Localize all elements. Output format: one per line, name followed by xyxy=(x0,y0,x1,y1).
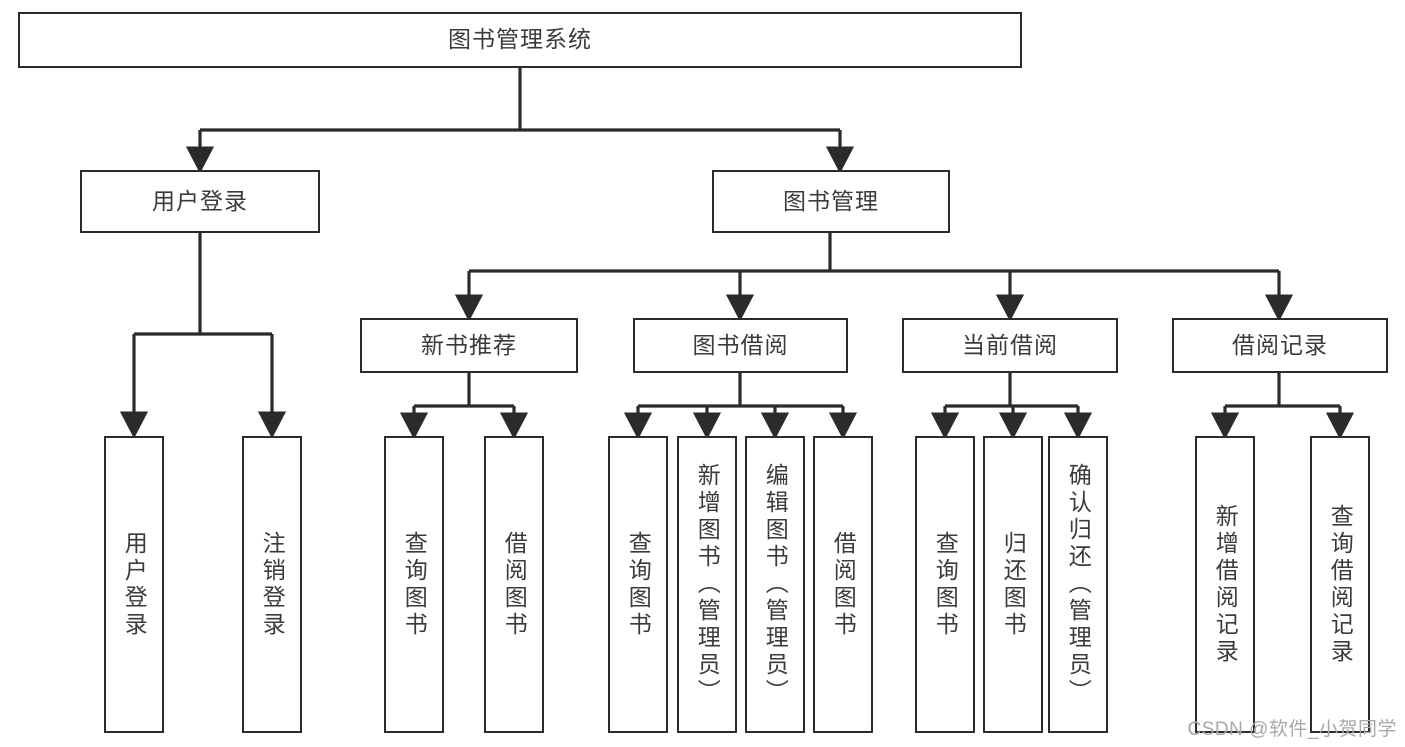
leaf-current-query-book[interactable]: 查询图书 xyxy=(915,436,975,733)
node-label: 查询借阅记录 xyxy=(1327,503,1354,666)
node-label: 当前借阅 xyxy=(962,331,1058,358)
node-book-borrow[interactable]: 图书借阅 xyxy=(633,318,848,373)
node-borrow-records[interactable]: 借阅记录 xyxy=(1172,318,1388,373)
node-label: 查询图书 xyxy=(932,530,959,639)
node-label: 借阅记录 xyxy=(1232,331,1328,358)
leaf-user-login-signout[interactable]: 注销登录 xyxy=(242,436,302,733)
leaf-borrow-borrow-book[interactable]: 借阅图书 xyxy=(813,436,873,733)
leaf-borrow-edit-book-admin[interactable]: 编辑图书（管理员） xyxy=(745,436,805,733)
node-label: 查询图书 xyxy=(625,530,652,639)
leaf-records-add-record[interactable]: 新增借阅记录 xyxy=(1195,436,1255,733)
node-label: 新增借阅记录 xyxy=(1212,503,1239,666)
node-new-book-recommend[interactable]: 新书推荐 xyxy=(360,318,578,373)
csdn-watermark: CSDN @软件_小贺同学 xyxy=(1187,719,1397,740)
node-label: 借阅图书 xyxy=(830,530,857,639)
node-label: 编辑图书（管理员） xyxy=(762,463,789,706)
node-label: 图书借阅 xyxy=(692,331,789,358)
node-label: 用户登录 xyxy=(152,187,248,214)
node-current-borrow[interactable]: 当前借阅 xyxy=(902,318,1118,373)
node-label: 注销登录 xyxy=(259,530,286,639)
node-root-system[interactable]: 图书管理系统 xyxy=(18,12,1022,68)
leaf-new-book-query[interactable]: 查询图书 xyxy=(384,436,444,733)
leaf-borrow-add-book-admin[interactable]: 新增图书（管理员） xyxy=(677,436,737,733)
node-label: 借阅图书 xyxy=(501,530,528,639)
leaf-current-return-book[interactable]: 归还图书 xyxy=(983,436,1043,733)
leaf-borrow-query-book[interactable]: 查询图书 xyxy=(608,436,668,733)
node-label: 查询图书 xyxy=(401,530,428,639)
node-label: 用户登录 xyxy=(121,530,148,639)
node-user-login[interactable]: 用户登录 xyxy=(80,170,320,233)
node-label: 新书推荐 xyxy=(421,331,517,358)
leaf-new-book-borrow[interactable]: 借阅图书 xyxy=(484,436,544,733)
node-label: 新增图书（管理员） xyxy=(694,463,721,706)
node-label: 归还图书 xyxy=(1000,530,1027,639)
node-book-management[interactable]: 图书管理 xyxy=(712,170,950,233)
leaf-current-confirm-return-admin[interactable]: 确认归还（管理员） xyxy=(1048,436,1108,733)
node-label: 图书管理系统 xyxy=(448,26,592,53)
leaf-user-login-signin[interactable]: 用户登录 xyxy=(104,436,164,733)
leaf-records-query-record[interactable]: 查询借阅记录 xyxy=(1310,436,1370,733)
node-label: 确认归还（管理员） xyxy=(1065,463,1092,706)
node-label: 图书管理 xyxy=(783,187,879,214)
